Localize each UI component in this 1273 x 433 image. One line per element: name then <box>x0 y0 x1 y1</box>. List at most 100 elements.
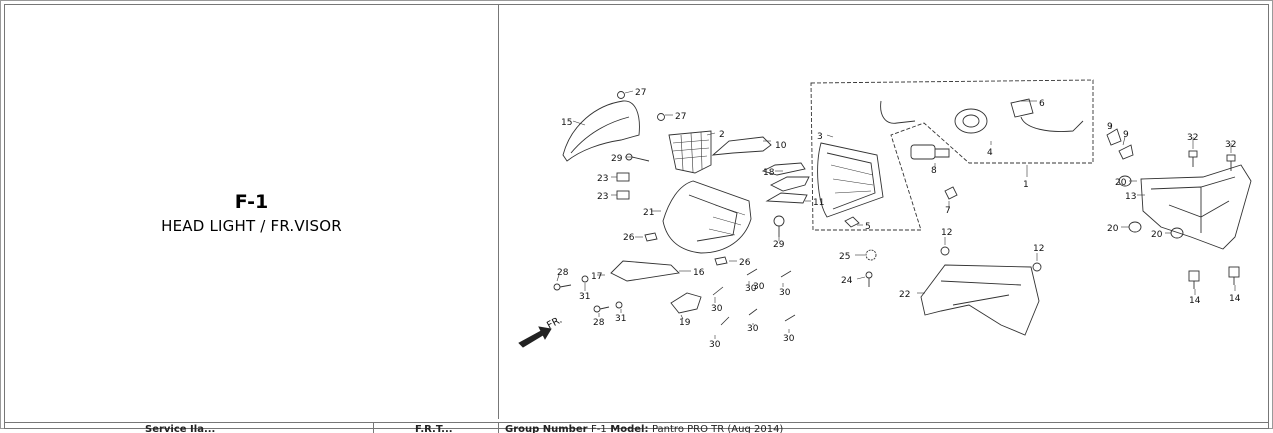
front-cover-part <box>662 180 752 254</box>
part-label: 32 <box>1187 133 1198 143</box>
bolt-part <box>593 305 610 313</box>
part-label: 23 <box>597 192 608 202</box>
part-label: 25 <box>839 252 850 262</box>
part-label: 5 <box>865 222 871 232</box>
part-label: 30 <box>747 324 759 334</box>
group-title-cell: F-1 HEAD LIGHT / FR.VISOR <box>5 5 499 419</box>
bolt-part <box>1226 154 1236 171</box>
part-label: 23 <box>597 174 608 184</box>
bulb-part <box>910 144 950 160</box>
part-label: 11 <box>813 198 824 208</box>
part-label: 22 <box>899 290 910 300</box>
nut-part <box>1228 266 1240 285</box>
part-label: 19 <box>679 318 691 328</box>
harness-plug-part <box>1010 98 1084 132</box>
plate-part <box>670 292 702 314</box>
part-label: 15 <box>561 118 572 128</box>
washer-part <box>615 301 623 309</box>
part-label: 30 <box>745 284 757 294</box>
part-label: 31 <box>579 292 590 302</box>
part-label: 29 <box>773 240 785 250</box>
clip-part <box>1118 144 1134 160</box>
part-label: 28 <box>557 268 569 278</box>
clip-part <box>944 186 958 200</box>
leader-lines <box>556 90 1236 339</box>
clip-part <box>616 190 630 200</box>
clip-part <box>616 172 630 182</box>
part-label: 27 <box>675 112 686 122</box>
part-label: 20 <box>1151 230 1163 240</box>
part-label: 16 <box>693 268 705 278</box>
bolt-part <box>553 283 572 291</box>
stay-part <box>610 260 680 282</box>
part-label: 7 <box>945 206 951 216</box>
part-label: 28 <box>593 318 605 328</box>
socket-part <box>844 216 860 228</box>
wire-part <box>880 100 916 124</box>
part-label: 30 <box>709 340 721 350</box>
group-subtitle: HEAD LIGHT / FR.VISOR <box>161 217 342 235</box>
nut-part <box>1188 270 1200 289</box>
pad-part <box>644 232 658 242</box>
exploded-parts-diagram: 27 27 15 2 10 3 6 9 9 32 32 29 18 8 4 23 <box>501 5 1268 419</box>
part-label: 26 <box>739 258 751 268</box>
washer-part <box>581 275 589 283</box>
screw-part <box>712 268 796 326</box>
part-label: 20 <box>1115 178 1127 188</box>
part-number-labels: 27 27 15 2 10 3 6 9 9 32 32 29 18 8 4 23 <box>545 88 1240 350</box>
part-label: 12 <box>1033 244 1044 254</box>
part-label: 14 <box>1229 294 1241 304</box>
part-label: 30 <box>779 288 791 298</box>
part-label: 32 <box>1225 140 1236 150</box>
bolt-part <box>1188 150 1198 167</box>
part-label: 18 <box>763 168 775 178</box>
group-code: F-1 <box>234 191 269 213</box>
info-row: Service Ila... F.R.T... Group Number F-1… <box>5 422 1268 433</box>
part-label: 17 <box>591 272 602 282</box>
part-label: 20 <box>1107 224 1119 234</box>
pad-part <box>714 256 728 266</box>
lower-bracket-part <box>920 264 1040 336</box>
gear-part <box>865 249 877 261</box>
part-label: 10 <box>775 141 787 151</box>
part-label: 1 <box>1023 180 1029 190</box>
bolt-part <box>865 271 873 287</box>
small-bracket-part <box>761 162 806 176</box>
screw-part <box>773 215 785 237</box>
part-label: 12 <box>941 228 952 238</box>
part-label: 26 <box>623 233 635 243</box>
part-label: 9 <box>1123 130 1129 140</box>
part-label: 30 <box>753 282 765 292</box>
part-label: 30 <box>783 334 795 344</box>
part-label: 21 <box>643 208 654 218</box>
part-label: 9 <box>1107 122 1113 132</box>
info-divider <box>373 423 374 433</box>
parts-sheet: F-1 HEAD LIGHT / FR.VISOR <box>4 4 1269 433</box>
part-label: 2 <box>719 130 725 140</box>
rubber-part <box>1128 221 1142 233</box>
visor-part <box>562 100 640 162</box>
part-label: 3 <box>817 132 823 142</box>
bracket-part <box>711 136 772 156</box>
part-label: 8 <box>931 166 937 176</box>
part-label: 29 <box>611 154 623 164</box>
bolt-part <box>625 153 650 162</box>
info-divider <box>498 423 499 433</box>
part-label: 27 <box>635 88 646 98</box>
washer-part <box>617 91 625 99</box>
part-label: 31 <box>615 314 626 324</box>
stay-part <box>765 192 808 204</box>
headlight-part <box>817 142 884 218</box>
stay-part <box>769 176 810 192</box>
frame-bracket-part <box>1140 164 1252 250</box>
diagram-svg: 27 27 15 2 10 3 6 9 9 32 32 29 18 8 4 23 <box>518 79 1252 350</box>
washer-part <box>657 113 665 121</box>
reflector-part <box>954 108 988 134</box>
part-label: 6 <box>1039 99 1045 109</box>
rubber-part <box>1170 227 1184 239</box>
clip-part <box>1106 128 1122 146</box>
grille-part <box>668 130 712 174</box>
part-label: 30 <box>711 304 723 314</box>
grommet-part <box>940 246 950 256</box>
